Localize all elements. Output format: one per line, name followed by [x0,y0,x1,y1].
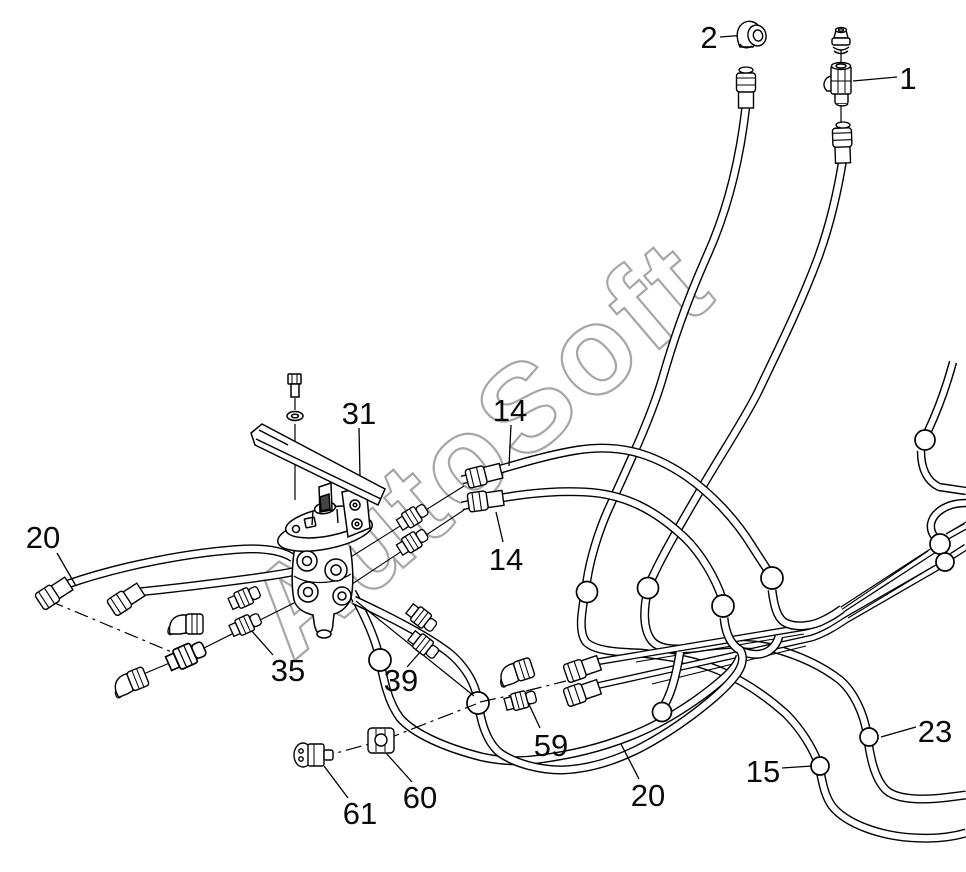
svg-text:31: 31 [342,396,376,431]
svg-text:1: 1 [899,61,916,96]
svg-text:39: 39 [384,663,418,698]
svg-text:35: 35 [271,653,305,688]
svg-text:20: 20 [631,778,665,813]
svg-text:14: 14 [489,542,523,577]
svg-text:61: 61 [343,796,377,831]
svg-text:60: 60 [403,780,437,815]
svg-text:59: 59 [534,728,568,763]
svg-text:14: 14 [493,393,527,428]
svg-text:15: 15 [746,754,780,789]
svg-text:20: 20 [26,520,60,555]
svg-text:23: 23 [918,714,952,749]
svg-text:2: 2 [700,20,717,55]
